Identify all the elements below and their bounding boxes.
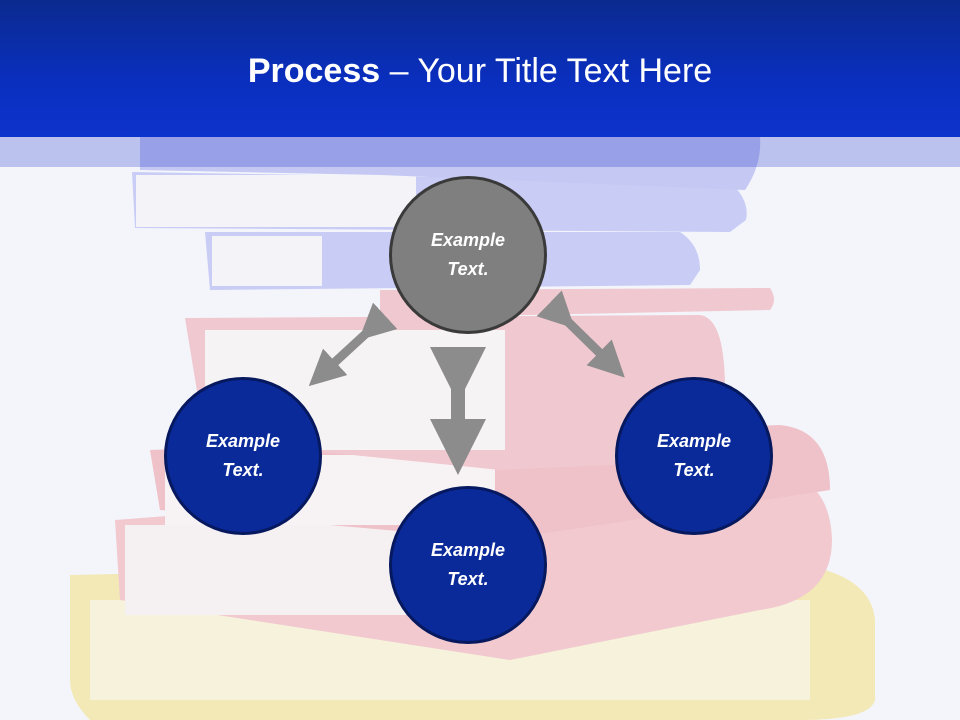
title-bar-band (0, 137, 960, 167)
circle-right-text: Example Text. (656, 431, 732, 480)
slide-title: Process – Your Title Text Here (0, 52, 960, 91)
process-circle-left: Example Text. (164, 377, 322, 535)
process-circle-bottom: Example Text. (389, 486, 547, 644)
circle-left-text: Example Text. (205, 431, 281, 480)
circle-top-text: Example Text. (430, 230, 506, 279)
title-bar (0, 0, 960, 137)
title-bold: Process (247, 52, 381, 90)
process-circle-right: Example Text. (615, 377, 773, 535)
title-rest: – Your Title Text Here (380, 52, 713, 90)
circle-bottom-text: Example Text. (430, 540, 506, 589)
process-circle-top: Example Text. (389, 176, 547, 334)
